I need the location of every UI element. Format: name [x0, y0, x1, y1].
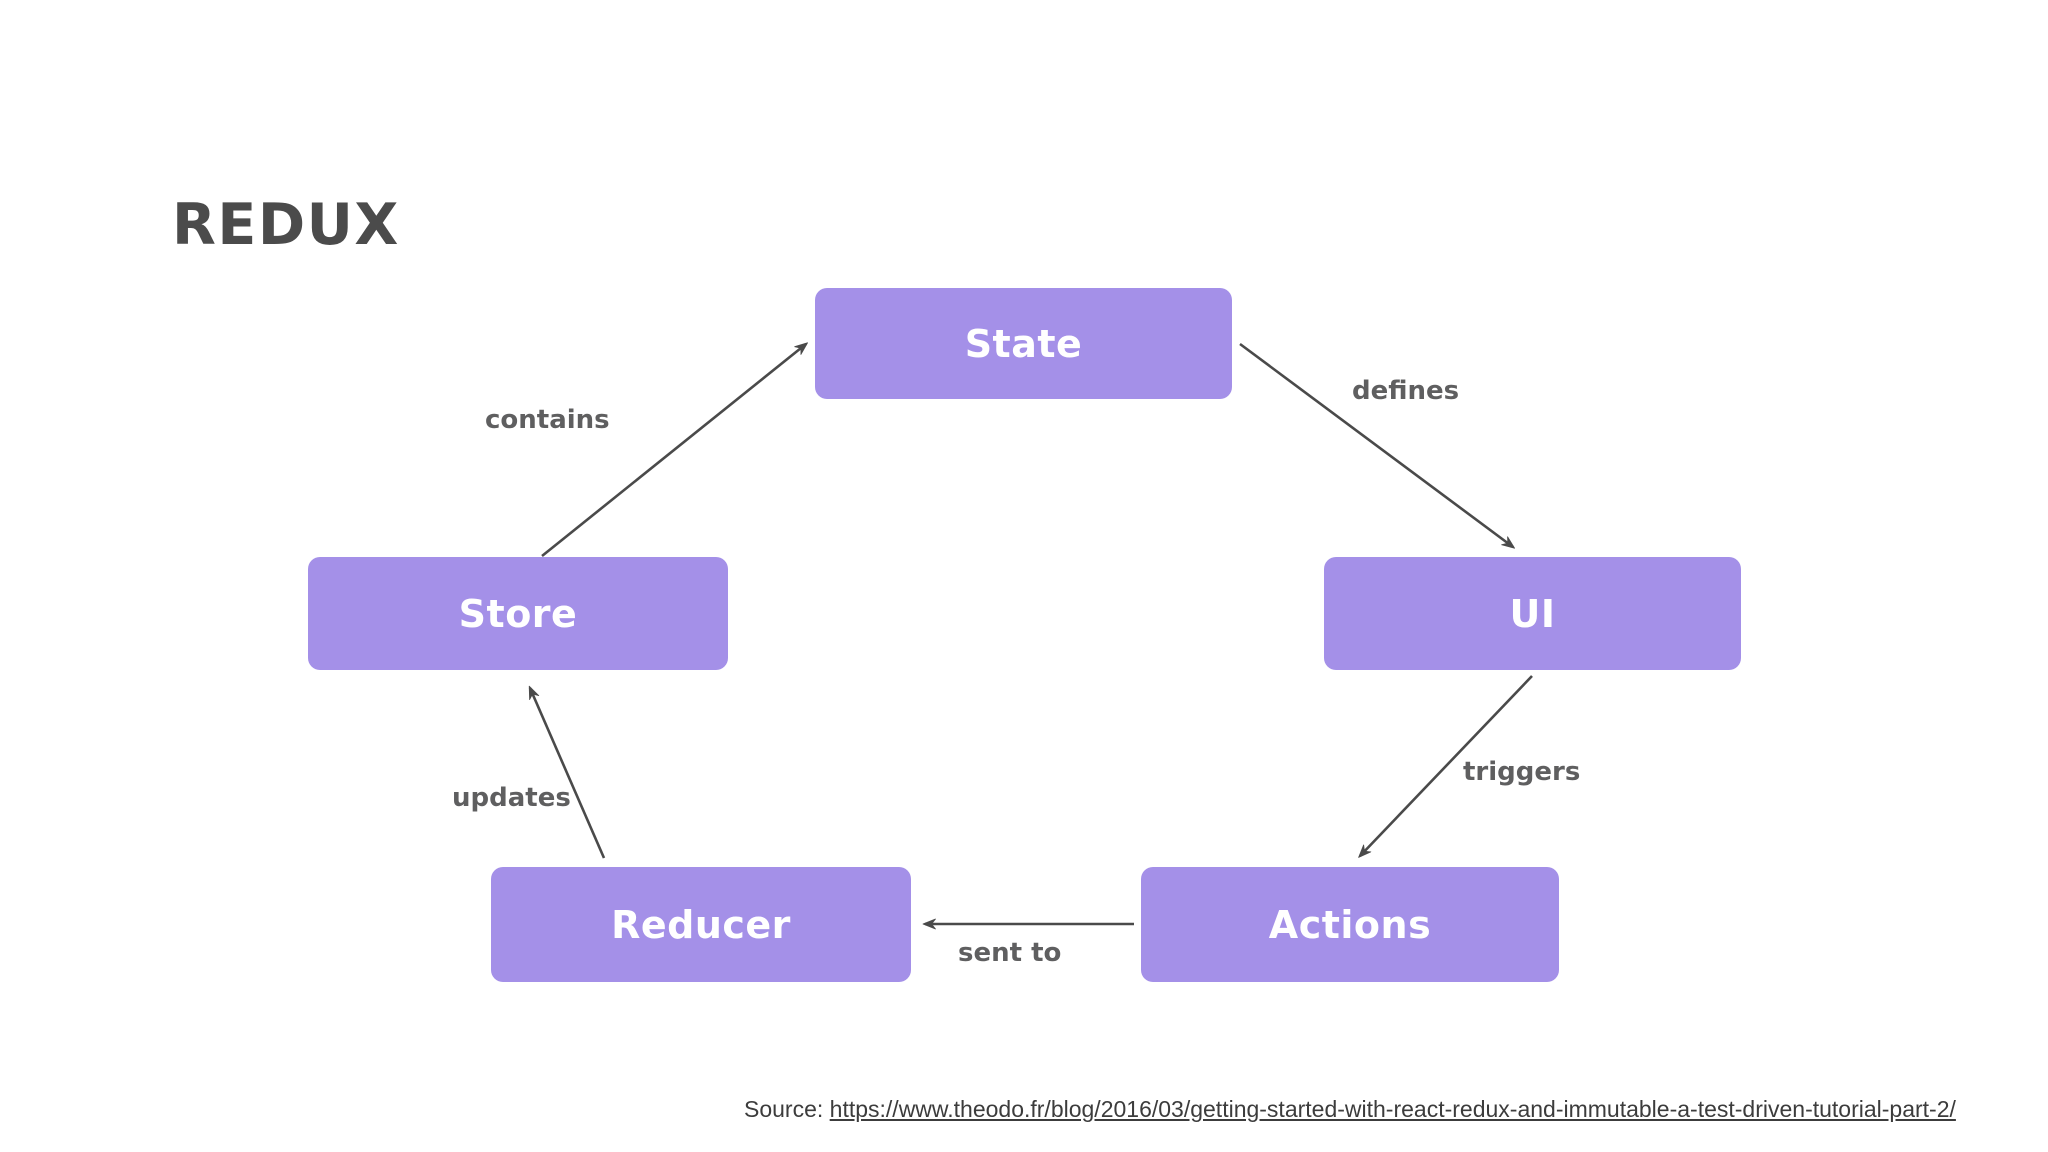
- node-store[interactable]: Store: [308, 557, 728, 670]
- source-link[interactable]: https://www.theodo.fr/blog/2016/03/getti…: [829, 1096, 1956, 1122]
- source-prefix: Source:: [744, 1096, 830, 1122]
- edge-state-to-ui: [1239, 342, 1516, 549]
- page-title: REDUX: [172, 192, 400, 258]
- edge-label-triggers: triggers: [1463, 757, 1581, 787]
- edge-label-contains: contains: [485, 405, 610, 435]
- edge-reducer-to-store: [528, 685, 606, 859]
- edge-label-updates: updates: [452, 783, 571, 813]
- node-state[interactable]: State: [815, 288, 1232, 399]
- edge-label-defines: defines: [1352, 376, 1460, 406]
- edge-store-to-state: [541, 342, 808, 558]
- node-reducer[interactable]: Reducer: [491, 867, 911, 982]
- edge-label-sent-to: sent to: [958, 938, 1062, 968]
- source-attribution: Source: https://www.theodo.fr/blog/2016/…: [744, 1096, 1956, 1123]
- node-actions[interactable]: Actions: [1141, 867, 1559, 982]
- node-ui[interactable]: UI: [1324, 557, 1741, 670]
